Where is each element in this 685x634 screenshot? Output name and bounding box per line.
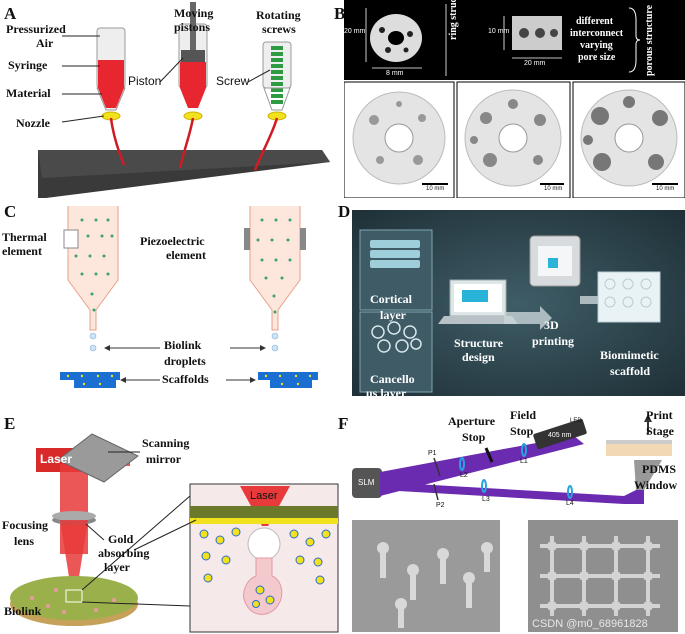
thermal-2: element xyxy=(2,244,42,258)
piezo-2: element xyxy=(166,248,206,262)
structure-1: Structure xyxy=(454,336,504,350)
laser-label: Laser xyxy=(40,452,73,466)
laser-bioprinting-diagram xyxy=(10,433,339,633)
label-air: Air xyxy=(36,36,54,50)
label-screws: screws xyxy=(262,22,296,36)
porous-label: porous structure xyxy=(644,4,655,76)
scanning-1: Scanning xyxy=(142,436,190,450)
p2-label: P2 xyxy=(436,502,445,509)
biomimetic-2: scaffold xyxy=(610,364,650,378)
scalebar-1: 10 mm xyxy=(426,186,445,192)
pdms-2: Window xyxy=(634,478,678,492)
ring-label: ring structure xyxy=(448,0,459,40)
scaffolds-label: Scaffolds xyxy=(162,372,209,386)
panel-e-letter: E xyxy=(4,414,16,433)
wavelength-label: 405 nm xyxy=(548,432,572,439)
pdms-1: PDMS xyxy=(642,462,676,476)
cancellous-1: Cancello xyxy=(370,372,415,386)
label-pistons: pistons xyxy=(174,20,211,34)
field-1: Field xyxy=(510,408,536,422)
panel-f-letter: F xyxy=(338,414,349,433)
ring-scaffold-images xyxy=(344,4,685,198)
printing-2: printing xyxy=(532,334,575,348)
panel-c: C xyxy=(0,200,340,396)
cortical-1: Cortical xyxy=(370,292,412,306)
thermal-1: Thermal xyxy=(2,230,47,244)
scalebar-2: 10 mm xyxy=(544,186,563,192)
label-piston: Piston xyxy=(128,74,162,88)
inkjet-diagram xyxy=(60,206,318,388)
gold-3: layer xyxy=(104,560,130,574)
middle-text-4: pore size xyxy=(578,52,616,63)
field-2: Stop xyxy=(510,424,534,438)
panel-a-letter: A xyxy=(4,4,17,23)
p1-label: P1 xyxy=(428,450,437,457)
biolink-label: Biolink xyxy=(4,604,42,618)
middle-text-1: different xyxy=(576,16,614,27)
piezo-1: Piezoelectric xyxy=(140,234,205,248)
label-nozzle: Nozzle xyxy=(16,116,50,130)
print-2: Stage xyxy=(646,424,674,438)
dim-8mm: 8 mm xyxy=(386,70,404,77)
cancellous-2: us layer xyxy=(366,386,407,400)
focusing-1: Focusing xyxy=(2,518,49,532)
label-pressurized: Pressurized xyxy=(6,22,66,36)
biomimetic-workflow xyxy=(352,210,685,396)
gold-2: absorbing xyxy=(98,546,150,560)
panel-e: E Laser Sca xyxy=(0,400,340,634)
structure-2: design xyxy=(462,350,495,364)
l4-label: L4 xyxy=(566,500,574,507)
laser-inset-label: Laser xyxy=(250,490,278,502)
panel-d: D xyxy=(338,200,685,400)
focusing-2: lens xyxy=(14,534,35,548)
middle-text-2: interconnect xyxy=(570,28,624,39)
gold-1: Gold xyxy=(108,532,134,546)
droplets-1: Biolink xyxy=(164,338,202,352)
aperture-1: Aperture xyxy=(448,414,496,428)
l3-label: L3 xyxy=(482,496,490,503)
dim-20mm-b: 20 mm xyxy=(524,60,546,67)
slm-label: SLM xyxy=(358,478,375,487)
dim-10mm: 10 mm xyxy=(488,28,510,35)
extrusion-diagram xyxy=(38,2,330,198)
cortical-2: layer xyxy=(380,308,406,322)
label-rotating: Rotating xyxy=(256,8,301,22)
print-1: Print xyxy=(646,408,673,422)
panel-d-letter: D xyxy=(338,202,351,221)
panel-a: A Press xyxy=(0,0,340,198)
aperture-2: Stop xyxy=(462,430,486,444)
droplets-2: droplets xyxy=(164,354,206,368)
panel-b-letter: B xyxy=(334,4,346,23)
l1-label: L1 xyxy=(520,458,528,465)
led-label: LED xyxy=(570,418,582,424)
middle-text-3: varying xyxy=(580,40,613,51)
label-screw: Screw xyxy=(216,74,250,88)
label-material: Material xyxy=(6,86,51,100)
panel-f: F xyxy=(338,400,685,634)
scalebar-3: 10 mm xyxy=(656,186,675,192)
label-syringe: Syringe xyxy=(8,58,48,72)
panel-c-letter: C xyxy=(4,202,17,221)
dlp-optics-diagram xyxy=(352,414,678,632)
scanning-2: mirror xyxy=(146,452,182,466)
printing-1: 3D xyxy=(544,318,559,332)
panel-b: B 20 mm xyxy=(334,0,685,198)
label-moving: Moving xyxy=(174,6,214,20)
biomimetic-1: Biomimetic xyxy=(600,348,659,362)
dim-20mm-a: 20 mm xyxy=(344,28,366,35)
l2-label: L2 xyxy=(460,472,468,479)
watermark: CSDN @m0_68961828 xyxy=(532,618,648,630)
